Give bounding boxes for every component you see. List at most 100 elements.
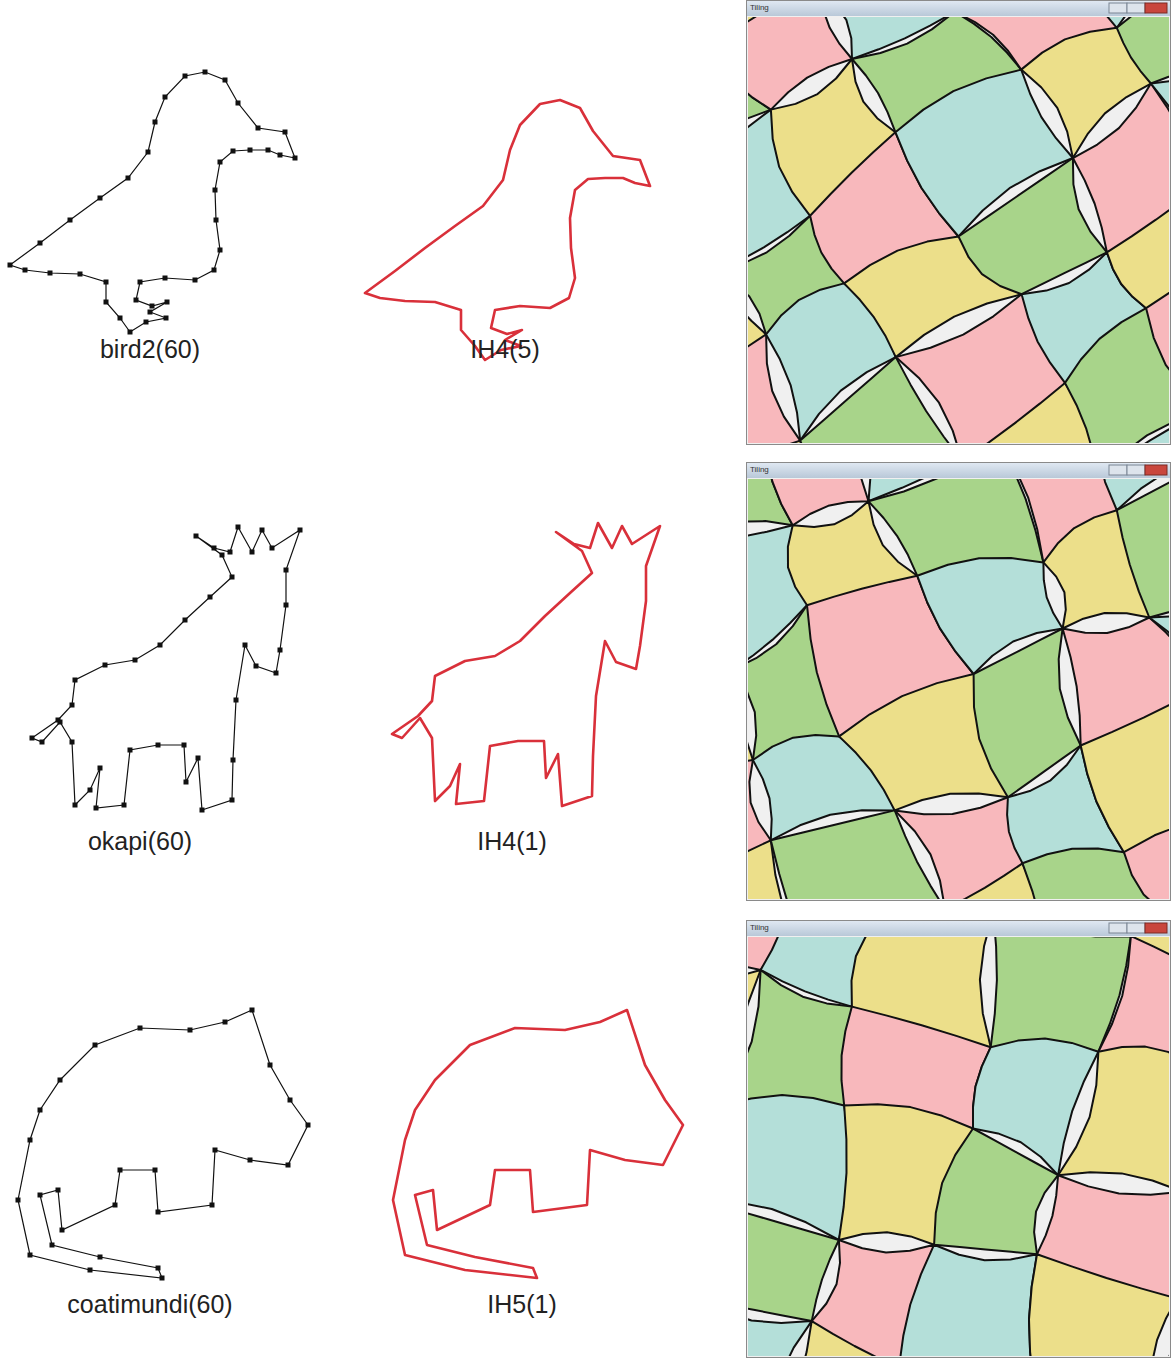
close-button [1145,923,1167,933]
vertex-marker [113,1203,118,1208]
okapi-polygon [32,527,300,810]
vertex-marker [270,546,275,551]
vertex-marker [126,176,131,181]
vertex-marker [250,550,255,555]
vertex-marker [213,1148,218,1153]
vertex-marker [93,1043,98,1048]
vertex-marker [118,1168,123,1173]
vertex-marker [128,748,133,753]
window-titlebar [747,921,1170,936]
tile-cell [748,1199,839,1321]
close-button [1145,465,1167,475]
vertex-marker [88,788,93,793]
vertex-marker [146,150,151,155]
vertex-marker [298,528,303,533]
coatimundi-polygon [18,1010,308,1278]
vertex-marker [283,130,288,135]
vertex-marker [118,316,123,321]
vertex-marker [193,278,198,283]
vertex-marker [156,1266,161,1271]
vertex-marker [236,525,241,530]
tiling-pattern [748,479,1169,899]
vertex-marker [16,1198,21,1203]
window-title: Tiling [750,3,769,12]
vertex-marker [196,756,201,761]
vertex-marker [153,1168,158,1173]
vertex-marker [104,300,109,305]
figure-label: bird2(60) [100,335,200,364]
vertex-marker [98,1255,103,1260]
vertex-marker [208,595,213,600]
vertex-marker [163,276,168,281]
close-button [1145,3,1167,13]
vertex-marker [30,736,35,741]
minimize-button [1109,923,1127,933]
vertex-marker [133,658,138,663]
vertex-marker [104,280,109,285]
vertex-marker [38,1193,43,1198]
vertex-marker [70,740,75,745]
vertex-marker [148,310,153,315]
vertex-marker [243,643,248,648]
vertex-marker [48,271,53,276]
vertex-marker [260,528,265,533]
vertex-marker [58,1078,63,1083]
vertex-marker [23,268,28,273]
vertex-marker [138,1026,143,1031]
vertex-marker [203,70,208,75]
vertex-marker [284,568,289,573]
tile-cell [899,1245,1037,1356]
vertex-marker [231,758,236,763]
tile-cell [1058,1047,1169,1192]
vertex-marker [50,1243,55,1248]
tile-cell [1146,264,1169,409]
tiling-pattern [748,17,1169,443]
tile-cell [1107,184,1169,308]
vertex-marker [223,78,228,83]
vertex-marker [250,1008,255,1013]
vertex-marker [212,268,217,273]
tile-cell [748,1299,812,1357]
vertex-marker [254,664,259,669]
figure-label: okapi(60) [88,827,192,856]
tiling-pattern [748,937,1169,1356]
maximize-button [1127,465,1145,475]
vertex-marker [68,218,73,223]
window-titlebar [747,463,1170,478]
vertex-marker [210,1203,215,1208]
vertex-marker [284,603,289,608]
vertex-marker [223,1020,228,1025]
vertex-marker [274,671,279,676]
vertex-marker [40,740,45,745]
vertex-marker [286,1163,291,1168]
vertex-marker [218,248,223,253]
vertex-marker [28,1253,33,1258]
vertex-marker [293,156,298,161]
window-titlebar [747,1,1170,16]
vertex-marker [188,1028,193,1033]
vertex-marker [58,720,63,725]
vertex-marker [138,280,143,285]
tile-cell [1124,816,1169,899]
vertex-marker [256,126,261,131]
vertex-marker [288,1098,293,1103]
vertex-marker [266,148,271,153]
vertex-marker [88,1268,93,1273]
vertex-marker [230,575,235,580]
vertex-marker [218,160,223,165]
vertex-marker [103,663,108,668]
vertex-marker [164,316,169,321]
vertex-marker [306,1123,311,1128]
vertex-marker [28,1138,33,1143]
vertex-marker [184,780,189,785]
maximize-button [1127,923,1145,933]
window-title: Tiling [750,465,769,474]
tile-cell [1098,937,1169,1062]
maximize-button [1127,3,1145,13]
vertex-marker [236,101,241,106]
vertex-marker [38,1108,43,1113]
tile-cell [1149,581,1169,690]
vertex-marker [73,678,78,683]
tile-cell [770,1321,901,1356]
vertex-marker [213,188,218,193]
